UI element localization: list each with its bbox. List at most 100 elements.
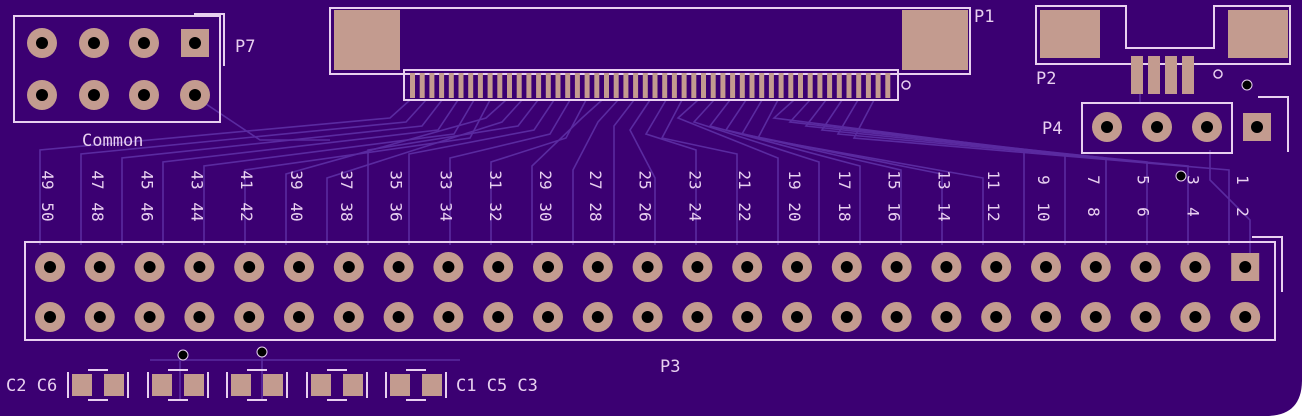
p3-pad-hole: [293, 261, 305, 273]
p1-finger: [507, 73, 512, 98]
p3-pad-hole: [990, 261, 1003, 273]
capacitor-outline: [226, 369, 288, 401]
p3-pad-hole: [1040, 261, 1052, 273]
p7-pin1-corner: [194, 13, 225, 66]
p3-pad-hole: [193, 311, 206, 323]
p3-pad-hole: [492, 261, 505, 273]
p3-pad-hole: [1139, 261, 1152, 273]
trace: [449, 99, 571, 245]
p3-pad-hole: [442, 311, 455, 323]
p1-finger: [604, 73, 609, 98]
p3-pad-1-hole: [1239, 261, 1252, 273]
p3-pin-label-even: 26: [636, 202, 655, 221]
trace: [836, 99, 1189, 245]
p1-finger: [623, 73, 629, 98]
p3-pin-label-even: 30: [536, 202, 555, 221]
p3-pad-hole: [691, 261, 704, 273]
p3-pad-hole: [840, 261, 853, 273]
p3-pad-hole: [492, 311, 505, 323]
copper-traces: [39, 90, 1251, 400]
p1-finger: [875, 73, 881, 98]
p3-pad-hole: [1239, 311, 1252, 323]
trace: [644, 99, 697, 245]
p1-finger: [545, 73, 551, 98]
p3-pad-hole: [143, 261, 156, 273]
p1-finger: [671, 73, 677, 98]
p2-mount-pad-right: [1228, 10, 1288, 58]
p3-pin-label-odd: 43: [187, 170, 206, 189]
trace: [820, 99, 1148, 245]
trace: [629, 99, 656, 245]
p1-finger: [477, 73, 483, 98]
trace: [367, 99, 539, 245]
p3-pin-label-odd: 5: [1134, 175, 1153, 185]
p1-finger: [642, 73, 648, 98]
p1-finger: [662, 73, 668, 98]
p3-pin-label-odd: 47: [88, 170, 107, 189]
p1-finger: [458, 73, 464, 98]
p4-pad-hole: [1151, 121, 1163, 133]
p3-pin-label-even: 46: [138, 202, 157, 221]
p3-pin-label-odd: 15: [885, 170, 904, 189]
p2-contact-pad: [1182, 56, 1194, 94]
p1-finger: [836, 73, 842, 98]
p1-finger: [439, 73, 445, 98]
p1-contact-fingers: [410, 73, 891, 98]
p1-finger: [468, 73, 474, 98]
common-label: Common: [82, 131, 143, 151]
p3-pad-hole: [342, 261, 355, 273]
p1-finger: [749, 73, 755, 98]
p1-finger: [856, 73, 862, 98]
connector-p2: P2: [1035, 5, 1291, 94]
p3-pad-hole: [243, 311, 256, 323]
p3-pad-hole: [1189, 261, 1202, 273]
p3-pad-hole: [641, 261, 654, 273]
p3-pin1-corner: [1252, 236, 1283, 292]
capacitor-outline: [147, 369, 209, 401]
p3-pad-hole: [741, 311, 754, 323]
capacitor-pad: [152, 374, 172, 396]
capacitor-pad: [422, 374, 442, 396]
p1-finger: [798, 73, 803, 98]
p1-finger: [817, 73, 823, 98]
p2-contact-pad: [1165, 56, 1177, 94]
p3-pin-label-odd: 39: [287, 170, 306, 189]
p3-pin-label-even: 36: [387, 202, 406, 221]
connector-p1: P1: [329, 7, 994, 101]
p3-pad-hole: [591, 311, 604, 323]
p7-pad-hole: [189, 89, 201, 101]
trace: [740, 99, 943, 245]
p1-finger: [429, 73, 435, 98]
trace: [692, 99, 820, 245]
p1-label: P1: [974, 7, 994, 27]
p3-pad-hole: [1040, 311, 1052, 323]
trace: [531, 99, 603, 245]
vias: [177, 79, 1253, 361]
p3-pin-label-odd: 21: [735, 170, 754, 189]
p1-finger: [720, 73, 726, 98]
p1-finger: [419, 73, 425, 98]
via: [1241, 79, 1253, 91]
trace: [660, 99, 738, 245]
p3-pad-hole: [890, 311, 903, 323]
p4-label: P4: [1042, 119, 1062, 139]
p3-pad-hole: [1089, 311, 1102, 323]
p3-pin-label-odd: 27: [586, 170, 605, 189]
p1-finger: [807, 73, 813, 98]
p3-pin-label-odd: 49: [38, 170, 57, 189]
p3-pin-label-even: 42: [237, 202, 256, 221]
via: [177, 349, 189, 361]
p1-finger: [487, 73, 493, 98]
p1-finger: [652, 73, 658, 98]
trace: [572, 99, 619, 245]
p3-pin-label-even: 50: [38, 202, 57, 221]
p3-pin-label-odd: 13: [934, 170, 953, 189]
capacitor-pad: [104, 374, 124, 396]
p2-pin1-marker: [1213, 69, 1223, 79]
p3-pin-label-even: 32: [486, 202, 505, 221]
p1-finger: [730, 73, 736, 98]
p3-pin-label-even: 6: [1134, 207, 1153, 217]
p3-pad-hole: [392, 261, 405, 273]
